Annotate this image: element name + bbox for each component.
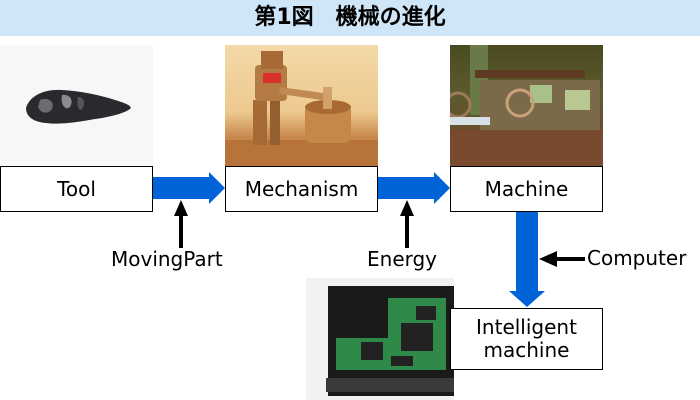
node-tool-label: Tool xyxy=(57,176,96,201)
tool-photo xyxy=(0,45,153,167)
diagram-title: 第1図 機械の進化 xyxy=(0,0,700,36)
wooden-automaton-icon xyxy=(225,51,378,167)
node-intelligent-label-line2: machine xyxy=(483,338,570,362)
node-mechanism-label: Mechanism xyxy=(244,176,359,201)
node-machine-label: Machine xyxy=(484,176,569,201)
label-moving-part: MovingPart xyxy=(111,247,223,271)
node-intelligent-machine: Intelligent machine xyxy=(450,308,603,370)
node-machine: Machine xyxy=(450,166,603,212)
industrial-machine-icon xyxy=(450,45,603,167)
node-tool: Tool xyxy=(0,166,153,212)
label-computer: Computer xyxy=(587,246,687,270)
circuit-board-icon xyxy=(326,286,454,396)
mechanism-photo xyxy=(225,45,378,167)
node-mechanism: Mechanism xyxy=(225,166,378,212)
intelligent-machine-photo xyxy=(306,278,454,400)
label-energy: Energy xyxy=(367,247,438,271)
stone-tool-icon xyxy=(26,89,131,124)
machine-photo xyxy=(450,45,603,167)
node-intelligent-label-line1: Intelligent xyxy=(476,315,577,339)
